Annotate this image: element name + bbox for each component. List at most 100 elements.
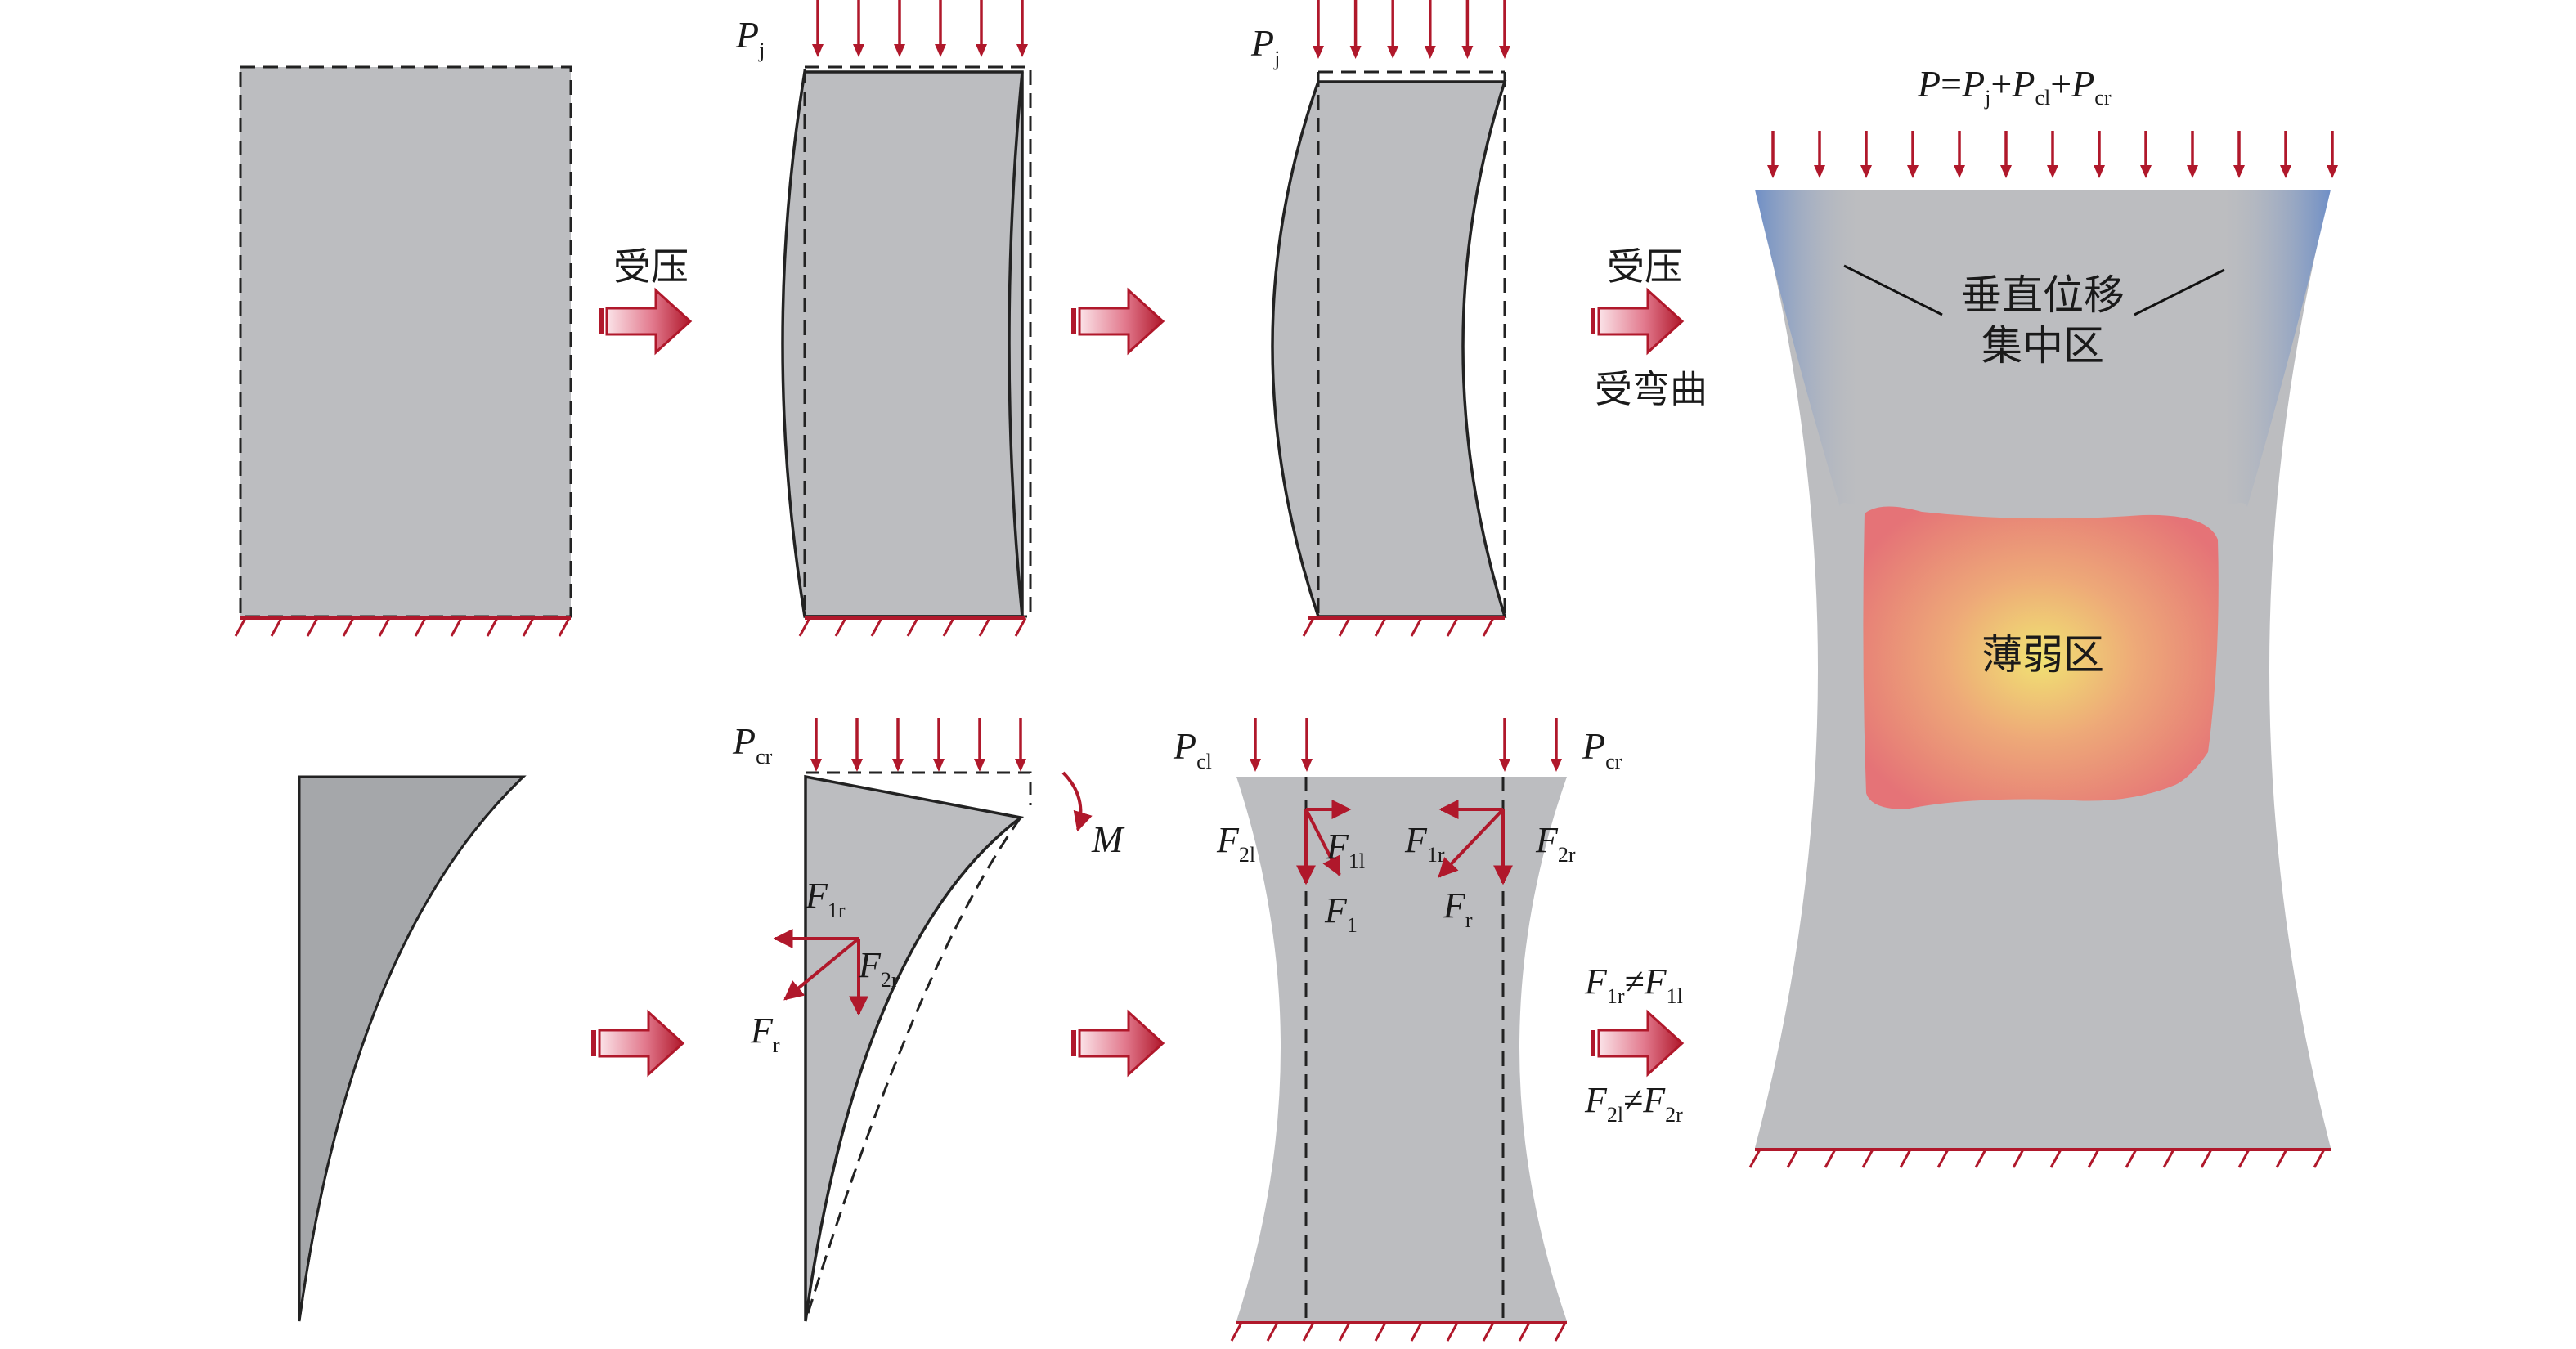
load-arrow-head bbox=[2000, 165, 2012, 178]
load-arrow-head bbox=[1349, 46, 1362, 59]
weak-zone bbox=[1863, 506, 2219, 809]
load-arrows bbox=[810, 718, 1026, 772]
support-hatch bbox=[1014, 617, 1027, 637]
label-inequality-2: F2l≠F2r bbox=[1584, 1080, 1683, 1127]
label-f-1: F1 bbox=[1324, 890, 1358, 937]
support-hatch bbox=[1446, 617, 1459, 637]
fixed-support bbox=[798, 616, 1027, 637]
load-arrow-head bbox=[2233, 165, 2245, 178]
load-arrow-head bbox=[1016, 44, 1028, 57]
process-arrow-6 bbox=[1589, 1011, 1684, 1076]
label-weak-zone: 薄弱区 bbox=[1981, 631, 2104, 679]
support-hatch bbox=[378, 617, 391, 637]
load-arrow-head bbox=[1551, 759, 1562, 772]
load-arrow-head bbox=[974, 759, 985, 772]
support-hatch bbox=[1302, 617, 1315, 637]
load-arrows bbox=[1250, 718, 1562, 772]
load-arrow-head bbox=[851, 759, 863, 772]
support-hatch bbox=[1482, 617, 1495, 637]
panel-undeformed bbox=[234, 65, 572, 637]
support-hatch bbox=[2087, 1149, 2100, 1168]
label-f-1r-5: F1r bbox=[805, 876, 846, 922]
load-arrow-head bbox=[1301, 759, 1313, 772]
label-p-cr-1: Pcr bbox=[732, 720, 773, 769]
support-hatch bbox=[1338, 1322, 1351, 1342]
load-arrow-head bbox=[2327, 165, 2338, 178]
support-hatch bbox=[1266, 1322, 1279, 1342]
support-hatch bbox=[1338, 617, 1351, 637]
force-vectors-right bbox=[1438, 800, 1513, 885]
support-hatch bbox=[1518, 1322, 1531, 1342]
label-p-equation: P=Pj+Pcl+Pcr bbox=[1917, 63, 2112, 110]
load-arrow-head bbox=[1860, 165, 1872, 178]
panel-hourglass bbox=[1230, 718, 1567, 1342]
label-p-cl: Pcl bbox=[1173, 725, 1212, 773]
load-arrow-head bbox=[2280, 165, 2291, 178]
load-arrow-head bbox=[2140, 165, 2152, 178]
support-hatch bbox=[2049, 1149, 2062, 1168]
process-arrow-1 bbox=[597, 289, 692, 354]
load-arrow-head bbox=[894, 44, 905, 57]
label-f-1l: F1l bbox=[1326, 827, 1365, 873]
support-hatch bbox=[1482, 1322, 1495, 1342]
support-hatch bbox=[2237, 1149, 2251, 1168]
panel-final bbox=[1748, 131, 2338, 1168]
label-compress-1: 受压 bbox=[613, 244, 689, 289]
support-hatch bbox=[942, 617, 955, 637]
support-hatch bbox=[1554, 1322, 1567, 1342]
support-hatch bbox=[1824, 1149, 1837, 1168]
process-arrow-4 bbox=[590, 1011, 684, 1076]
force-vectors bbox=[773, 929, 868, 1016]
support-hatch bbox=[234, 617, 247, 637]
support-hatch bbox=[1786, 1149, 1799, 1168]
label-p-j-2: Pj bbox=[1250, 22, 1280, 70]
panel-wedge bbox=[298, 775, 527, 1322]
load-arrow-head bbox=[2047, 165, 2058, 178]
label-vertical-disp-2: 集中区 bbox=[1981, 322, 2104, 370]
load-arrows bbox=[1313, 0, 1510, 59]
load-arrow-head bbox=[1907, 165, 1919, 178]
label-moment: M bbox=[1091, 818, 1125, 860]
load-arrow-head bbox=[1499, 759, 1510, 772]
support-hatch bbox=[1374, 1322, 1387, 1342]
load-arrow-head bbox=[812, 44, 824, 57]
load-arrow-head bbox=[935, 44, 946, 57]
label-compress-2: 受压 bbox=[1607, 244, 1682, 289]
support-hatch bbox=[558, 617, 571, 637]
support-hatch bbox=[2125, 1149, 2138, 1168]
fixed-support bbox=[1230, 1321, 1567, 1342]
fixed-support bbox=[1748, 1148, 2331, 1168]
process-arrow-2 bbox=[1070, 289, 1165, 354]
label-f-2r-5: F2r bbox=[858, 945, 899, 992]
support-hatch bbox=[1861, 1149, 1874, 1168]
label-f-r-6: Fr bbox=[1443, 885, 1473, 932]
panel-wedge-forces bbox=[773, 718, 1093, 1322]
load-arrow-head bbox=[892, 759, 904, 772]
label-vertical-disp-1: 垂直位移 bbox=[1961, 271, 2125, 319]
load-arrow-head bbox=[933, 759, 945, 772]
support-hatch bbox=[870, 617, 883, 637]
label-f-1r-6: F1r bbox=[1404, 820, 1445, 867]
load-arrows bbox=[812, 0, 1028, 57]
support-hatch bbox=[270, 617, 283, 637]
load-arrow-head bbox=[1767, 165, 1779, 178]
support-hatch bbox=[1410, 1322, 1423, 1342]
load-arrows bbox=[1767, 131, 2338, 178]
load-arrow-head bbox=[976, 44, 987, 57]
fixed-support bbox=[234, 616, 571, 637]
label-f-2r-6: F2r bbox=[1535, 820, 1576, 867]
moment-arrow-icon bbox=[1061, 771, 1093, 832]
load-arrow-head bbox=[1387, 46, 1399, 59]
load-arrow-head bbox=[853, 44, 864, 57]
support-hatch bbox=[1302, 1322, 1315, 1342]
load-arrow-head bbox=[1313, 46, 1324, 59]
load-arrow-head bbox=[1250, 759, 1261, 772]
support-hatch bbox=[978, 617, 991, 637]
fixed-support bbox=[1302, 616, 1505, 637]
right-displacement-zone bbox=[2224, 190, 2331, 507]
support-hatch bbox=[1899, 1149, 1912, 1168]
process-arrow-3 bbox=[1589, 289, 1684, 354]
support-hatch bbox=[1936, 1149, 1950, 1168]
support-hatch bbox=[1410, 617, 1423, 637]
